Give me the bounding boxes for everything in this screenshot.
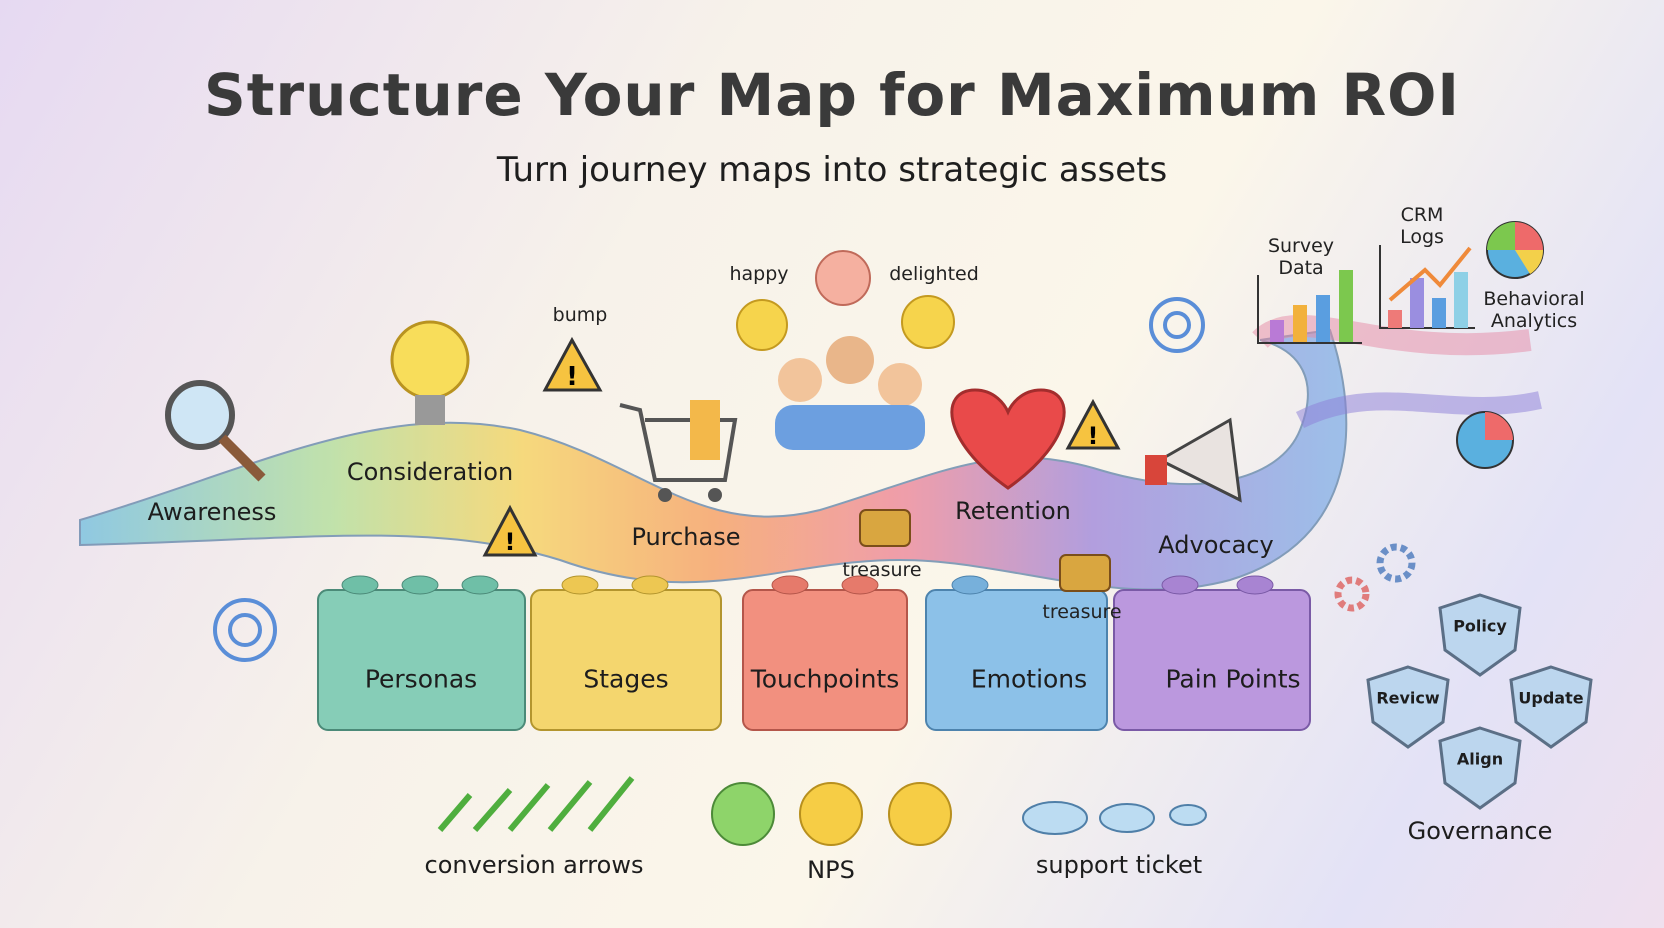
shopping-cart-icon: [619, 400, 738, 502]
smiley-icon: [736, 299, 788, 351]
block-label-stages: Stages: [583, 664, 669, 694]
label-crm-logs: CRM Logs: [1400, 204, 1444, 248]
nps-faces-icon: [711, 782, 952, 846]
conversion-arrows-icon: [437, 776, 635, 832]
megaphone-icon: [1145, 417, 1242, 503]
lightbulb-icon: [390, 320, 470, 425]
heart-icon: [950, 388, 1066, 490]
annotation-delighted: delighted: [889, 263, 979, 285]
treasure-chest-icon: [859, 509, 911, 547]
annotation-treasure: treasure: [842, 559, 922, 581]
block-emotions: [925, 589, 1108, 731]
label-nps: NPS: [807, 856, 855, 884]
stage-advocacy: Advocacy: [1158, 531, 1274, 559]
treasure-chest-icon: [1059, 554, 1111, 592]
shield-update: Update: [1518, 688, 1584, 708]
crm-chart-icon: [1379, 245, 1475, 329]
warning-icon: !: [482, 504, 538, 557]
block-label-personas: Personas: [364, 664, 478, 694]
block-label-touchpoints: Touchpoints: [750, 664, 900, 694]
smiley-icon: [901, 295, 955, 349]
pie-chart-icon: [1456, 411, 1514, 469]
gear-icon: [1376, 543, 1416, 583]
block-pain-points: [1113, 589, 1311, 731]
block-touchpoints: [742, 589, 908, 731]
annotation-treasure: treasure: [1042, 601, 1122, 623]
block-stages: [530, 589, 722, 731]
label-support-ticket: support ticket: [1035, 851, 1203, 879]
warning-icon: !: [1065, 398, 1121, 450]
page-title: Structure Your Map for Maximum ROI: [203, 61, 1461, 129]
label-conversion-arrows: conversion arrows: [424, 851, 644, 879]
spiral-target-icon: [1149, 297, 1205, 353]
stage-retention: Retention: [955, 497, 1071, 525]
data-stream: [1295, 391, 1542, 429]
stage-awareness: Awareness: [147, 498, 277, 526]
stage-purchase: Purchase: [631, 523, 741, 551]
svg-text:!: !: [1088, 422, 1099, 450]
gear-icon: [1334, 576, 1370, 612]
block-label-pain-points: Pain Points: [1165, 664, 1301, 694]
pie-chart-icon: [1486, 221, 1544, 279]
page-subtitle: Turn journey maps into strategic assets: [496, 150, 1168, 190]
governance-shields: [1366, 593, 1593, 810]
smiley-icon: [815, 250, 871, 306]
cloud-icons: [1022, 801, 1207, 835]
people-group-icon: [775, 336, 925, 450]
magnifier-icon: [165, 380, 266, 482]
annotation-happy: happy: [729, 263, 789, 285]
svg-text:!: !: [505, 528, 516, 556]
label-survey-data: Survey Data: [1267, 235, 1335, 279]
block-personas: [317, 589, 526, 731]
shield-review: Revicw: [1376, 688, 1440, 708]
warning-icon: !: [542, 336, 603, 392]
svg-text:!: !: [566, 362, 578, 392]
shield-policy: Policy: [1453, 616, 1507, 636]
block-label-emotions: Emotions: [970, 664, 1088, 694]
building-blocks: [317, 575, 1311, 731]
spiral-target-icon: [213, 598, 277, 662]
label-governance: Governance: [1407, 817, 1553, 845]
annotation-bump: bump: [552, 304, 608, 326]
stage-consideration: Consideration: [346, 458, 514, 486]
survey-bar-chart-icon: [1257, 270, 1362, 344]
shield-align: Align: [1456, 749, 1504, 769]
label-behavioral-analytics: Behavioral Analytics: [1483, 288, 1585, 332]
